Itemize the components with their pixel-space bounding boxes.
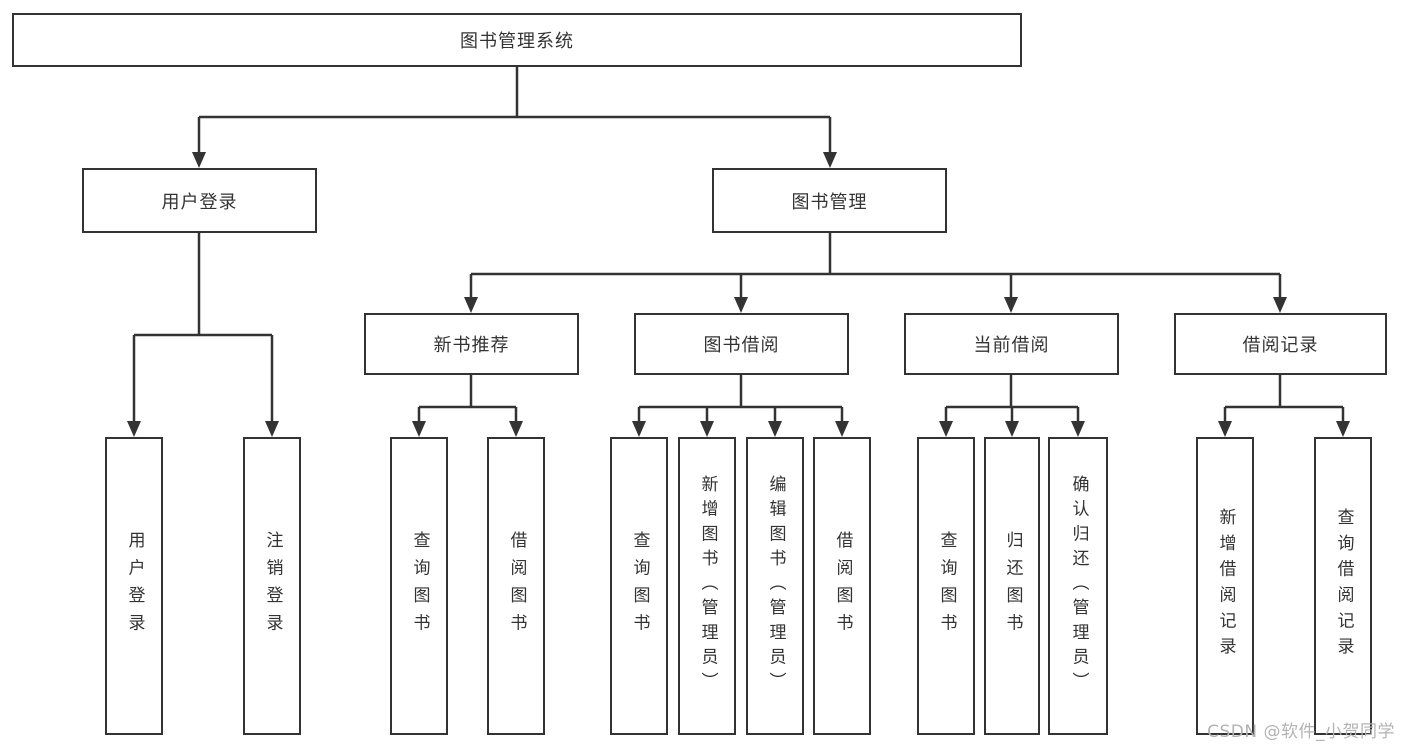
node-current-borrow: 当前借阅 [904,313,1119,375]
leaf-borrow-books-1: 借阅图书 [487,437,545,735]
node-root-system: 图书管理系统 [12,13,1022,67]
leaf-query-books-2: 查询图书 [610,437,668,735]
arrowhead-icons [127,152,1350,437]
node-label: 查询图书 [936,530,957,642]
node-label: 新书推荐 [433,335,510,356]
node-label: 新增借阅记录 [1215,508,1236,664]
node-label: 查询图书 [629,530,650,642]
node-label: 编辑图书（管理员） [765,475,786,697]
node-user-login: 用户登录 [82,168,317,233]
leaf-query-borrow-record: 查询借阅记录 [1314,437,1372,735]
node-label: 归还图书 [1002,530,1023,642]
leaf-borrow-books-2: 借阅图书 [813,437,871,735]
leaf-add-borrow-record: 新增借阅记录 [1196,437,1254,735]
node-label: 借阅图书 [832,530,853,642]
leaf-logout: 注销登录 [243,437,301,735]
csdn-watermark: CSDN @软件_小贺同学 [1207,722,1395,742]
node-label: 新增图书（管理员） [697,475,718,697]
leaf-add-books-admin: 新增图书（管理员） [678,437,736,735]
node-book-management: 图书管理 [712,168,947,233]
node-label: 图书管理系统 [460,31,574,52]
node-label: 图书借阅 [703,335,780,356]
leaf-query-books-3: 查询图书 [917,437,975,735]
leaf-return-books: 归还图书 [984,437,1040,735]
node-label: 借阅记录 [1242,335,1319,356]
leaf-query-books-1: 查询图书 [390,437,448,735]
node-label: 确认归还（管理员） [1068,475,1089,697]
node-label: 查询借阅记录 [1333,508,1354,664]
node-label: 借阅图书 [506,530,527,642]
node-label: 注销登录 [262,530,283,642]
node-label: 用户登录 [161,191,238,213]
leaf-confirm-return-admin: 确认归还（管理员） [1048,437,1108,735]
node-borrow-record: 借阅记录 [1174,313,1387,375]
node-new-book-recommend: 新书推荐 [364,313,579,375]
leaf-edit-books-admin: 编辑图书（管理员） [746,437,804,735]
node-label: 用户登录 [124,530,145,642]
node-label: 当前借阅 [973,335,1050,356]
leaf-user-login: 用户登录 [105,437,163,735]
node-label: 查询图书 [409,530,430,642]
node-label: 图书管理 [791,191,868,213]
node-book-borrow: 图书借阅 [634,313,849,375]
